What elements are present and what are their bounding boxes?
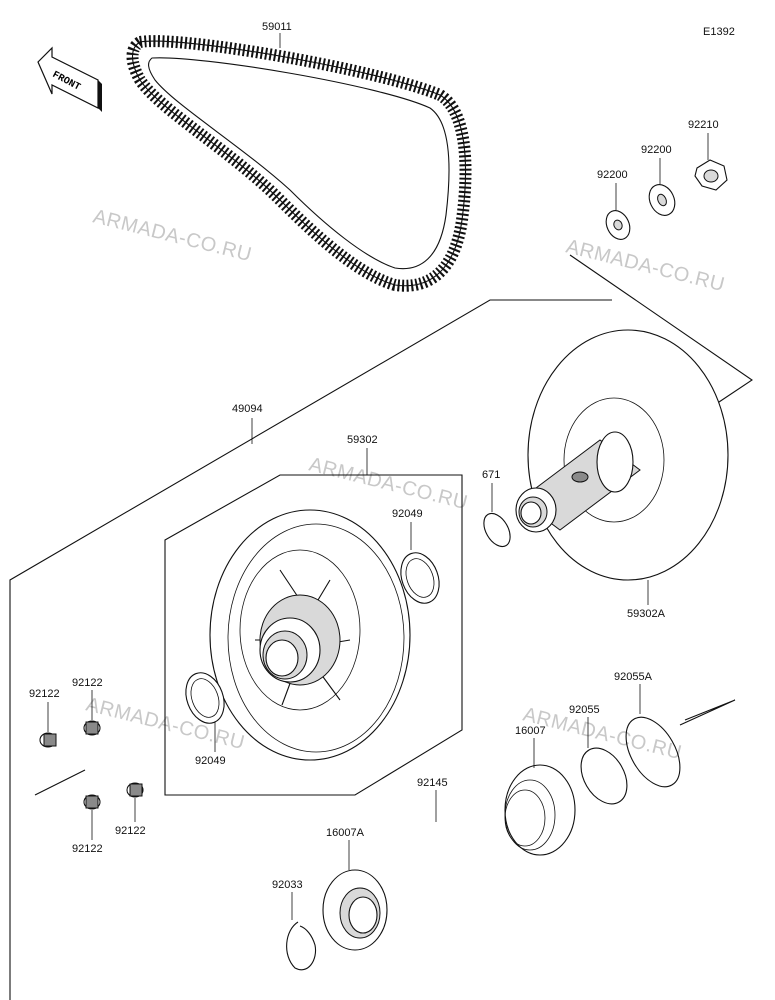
washer-inner xyxy=(605,210,631,240)
diagram-code: E1392 xyxy=(703,26,735,38)
label-ring-b: 92055 xyxy=(569,704,600,716)
label-washer-outer: 92200 xyxy=(641,144,672,156)
label-roller-1: 92122 xyxy=(29,688,60,700)
o-ring xyxy=(483,512,511,548)
ring-b xyxy=(580,747,628,805)
assembly-outline xyxy=(9,299,612,1000)
roller-2 xyxy=(83,720,101,736)
roller-3 xyxy=(83,794,101,810)
watermark-1: ARMADA-CO.RU xyxy=(91,206,254,267)
front-arrow-icon: FRONT xyxy=(37,46,102,112)
roller-4 xyxy=(126,782,144,798)
label-circlip: 92033 xyxy=(272,879,303,891)
label-belt: 59011 xyxy=(262,21,292,33)
bushing-bottom xyxy=(185,672,225,724)
label-cam-a: 16007A xyxy=(326,827,365,839)
fixed-sheave xyxy=(515,329,729,581)
label-fixed-sheave: 59302A xyxy=(627,608,666,620)
label-assembly: 49094 xyxy=(232,403,263,415)
cam xyxy=(504,764,576,856)
label-roller-2: 92122 xyxy=(72,677,103,689)
nut xyxy=(694,159,728,191)
label-o-ring: 671 xyxy=(482,469,500,481)
label-cam: 16007 xyxy=(515,725,546,737)
watermark-2: ARMADA-CO.RU xyxy=(564,236,727,297)
movable-sheave xyxy=(209,509,411,761)
label-ring-a: 92055A xyxy=(614,671,653,683)
label-washer-inner: 92200 xyxy=(597,169,628,181)
watermark-3: ARMADA-CO.RU xyxy=(307,454,470,515)
roller-1 xyxy=(39,732,57,748)
cam-a xyxy=(322,869,388,951)
bushing-top xyxy=(400,552,440,604)
label-roller-3: 92122 xyxy=(72,843,103,855)
label-nut: 92210 xyxy=(688,119,719,131)
label-roller-4: 92122 xyxy=(115,825,146,837)
circlip xyxy=(286,921,317,971)
label-driven-sheave: 59302 xyxy=(347,434,378,446)
label-bushing-top: 92049 xyxy=(392,508,423,520)
spring xyxy=(396,823,499,913)
driven-sheave-box xyxy=(164,474,463,796)
label-bushing-bottom: 92049 xyxy=(195,755,226,767)
drive-belt xyxy=(126,35,472,292)
washer-outer xyxy=(648,184,676,216)
label-spring: 92145 xyxy=(417,777,448,789)
ring-a xyxy=(625,716,681,788)
